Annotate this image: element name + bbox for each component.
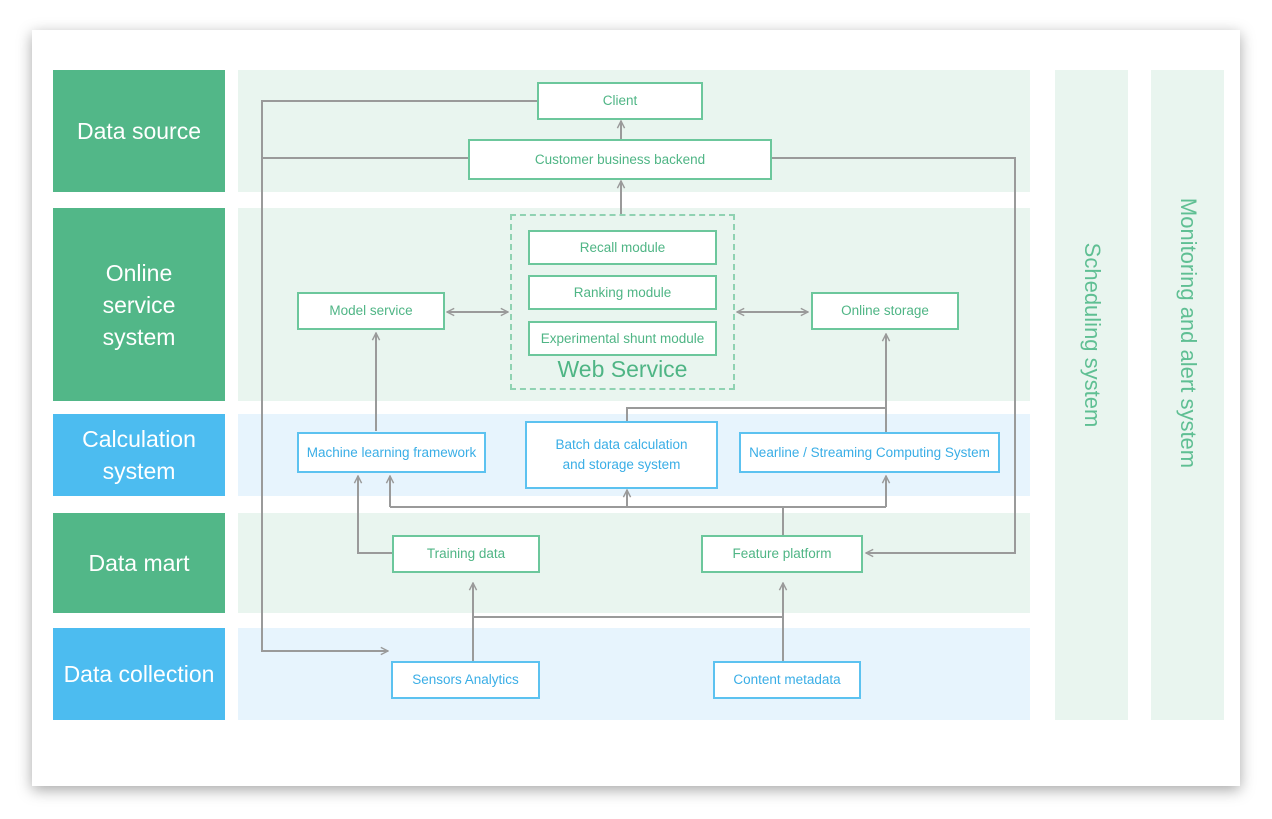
sensors-analytics-node: Sensors Analytics xyxy=(391,661,540,699)
ml-framework-node: Machine learning framework xyxy=(297,432,486,473)
wire-backend-to-feature xyxy=(771,157,1016,553)
band-data-mart xyxy=(238,513,1030,613)
layer-label-data-collection: Data collection xyxy=(53,628,225,720)
web-service-label: Web Service xyxy=(557,356,688,382)
ranking-module-node: Ranking module xyxy=(528,275,717,310)
training-data-node: Training data xyxy=(392,535,540,573)
layer-label-online-service: Online service system xyxy=(53,208,225,401)
monitoring-panel: Monitoring and alert system xyxy=(1151,70,1224,720)
nearline-node: Nearline / Streaming Computing System xyxy=(739,432,1000,473)
recall-module-node: Recall module xyxy=(528,230,717,265)
wire-client-to-sensors xyxy=(261,100,538,651)
backend-node: Customer business backend xyxy=(468,139,772,180)
scheduling-panel: Scheduling system xyxy=(1055,70,1128,720)
shunt-module-node: Experimental shunt module xyxy=(528,321,717,356)
model-service-node: Model service xyxy=(297,292,445,330)
feature-platform-node: Feature platform xyxy=(701,535,863,573)
band-data-collection xyxy=(238,628,1030,720)
web-service-container xyxy=(510,214,735,390)
batch-node: Batch data calculation and storage syste… xyxy=(525,421,718,489)
layer-label-calculation: Calculation system xyxy=(53,414,225,496)
online-storage-node: Online storage xyxy=(811,292,959,330)
layer-label-data-source: Data source xyxy=(53,70,225,192)
layer-label-data-mart: Data mart xyxy=(53,513,225,613)
wire-batch-to-storage xyxy=(626,334,886,421)
wire-training-to-ml xyxy=(358,476,392,554)
content-metadata-node: Content metadata xyxy=(713,661,861,699)
client-node: Client xyxy=(537,82,703,120)
